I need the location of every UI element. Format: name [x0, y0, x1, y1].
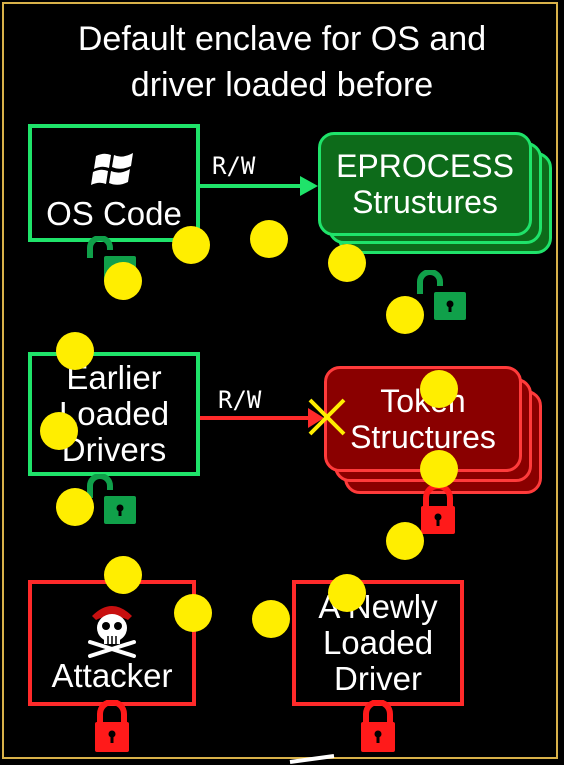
marker-dot [174, 594, 212, 632]
marker-dot [328, 244, 366, 282]
drivers-unlocked-icon [87, 474, 136, 524]
marker-dot [104, 262, 142, 300]
marker-dot [250, 220, 288, 258]
new-driver-box: A Newly Loaded Driver [292, 580, 464, 706]
marker-dot [328, 574, 366, 612]
attacker-locked-icon [95, 700, 129, 752]
marker-dot [172, 226, 210, 264]
attacker-label: Attacker [51, 657, 173, 694]
os-to-eprocess-label: R/W [212, 152, 256, 180]
marker-dot [40, 412, 78, 450]
diagram-title: Default enclave for OS and driver loaded… [77, 20, 487, 104]
eprocess-unlocked-icon [417, 270, 466, 320]
marker-dot [56, 332, 94, 370]
marker-dot [420, 450, 458, 488]
token-locked-icon [421, 484, 455, 534]
marker-dot [56, 488, 94, 526]
windows-logo-icon [91, 153, 133, 185]
earlier-drivers-box: Earlier Loaded Drivers [28, 352, 200, 476]
bottom-mark [289, 754, 335, 764]
earlier-drivers-label: Earlier Loaded Drivers [58, 359, 170, 468]
pirate-skull-icon [88, 606, 136, 658]
new-driver-locked-icon [361, 700, 395, 752]
marker-dot [252, 600, 290, 638]
marker-dot [104, 556, 142, 594]
drivers-to-token-label: R/W [218, 386, 262, 414]
os-code-label: OS Code [46, 195, 182, 232]
eprocess-label: EPROCESS Strustures [336, 148, 514, 220]
marker-dot [386, 296, 424, 334]
os-to-eprocess-arrowhead [300, 176, 318, 196]
os-code-box: OS Code [28, 124, 200, 242]
new-driver-label: A Newly Loaded Driver [318, 588, 438, 697]
marker-dot [386, 522, 424, 560]
eprocess-stack: EPROCESS Strustures [318, 132, 532, 236]
marker-dot [420, 370, 458, 408]
blocked-x-icon [308, 398, 346, 436]
drivers-to-token-arrowhead [308, 408, 324, 428]
